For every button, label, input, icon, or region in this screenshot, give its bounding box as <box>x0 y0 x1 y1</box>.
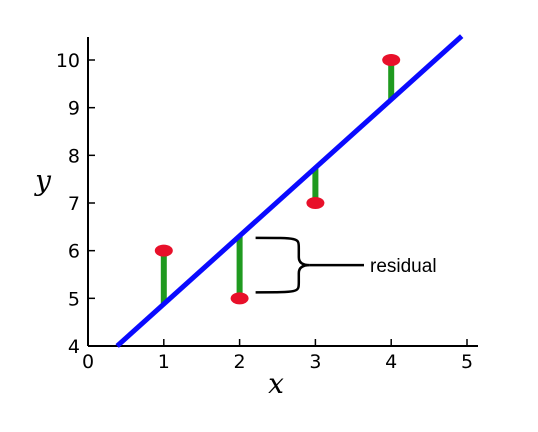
data-point <box>230 292 249 305</box>
residual-annotation-label: residual <box>370 256 437 277</box>
y-tick-label: 4 <box>68 336 80 358</box>
y-tick-label: 5 <box>68 288 80 310</box>
y-axis-label: y <box>33 164 52 197</box>
y-tick-label: 6 <box>68 241 80 263</box>
y-tick-label: 7 <box>68 193 80 215</box>
x-tick-label: 0 <box>82 351 94 373</box>
x-tick-label: 1 <box>158 351 170 373</box>
x-tick-label: 3 <box>309 351 321 373</box>
x-tick-label: 2 <box>234 351 246 373</box>
residual-brace <box>255 236 310 294</box>
data-point <box>382 54 401 66</box>
data-point <box>154 244 173 257</box>
y-tick-label: 10 <box>56 50 80 72</box>
x-tick-label: 4 <box>385 351 397 373</box>
y-tick-label: 8 <box>68 145 80 167</box>
x-tick-label: 5 <box>461 351 473 373</box>
x-axis-label: x <box>268 367 284 400</box>
y-tick-label: 9 <box>68 98 80 120</box>
data-point <box>306 197 325 209</box>
regression-line <box>115 34 464 348</box>
